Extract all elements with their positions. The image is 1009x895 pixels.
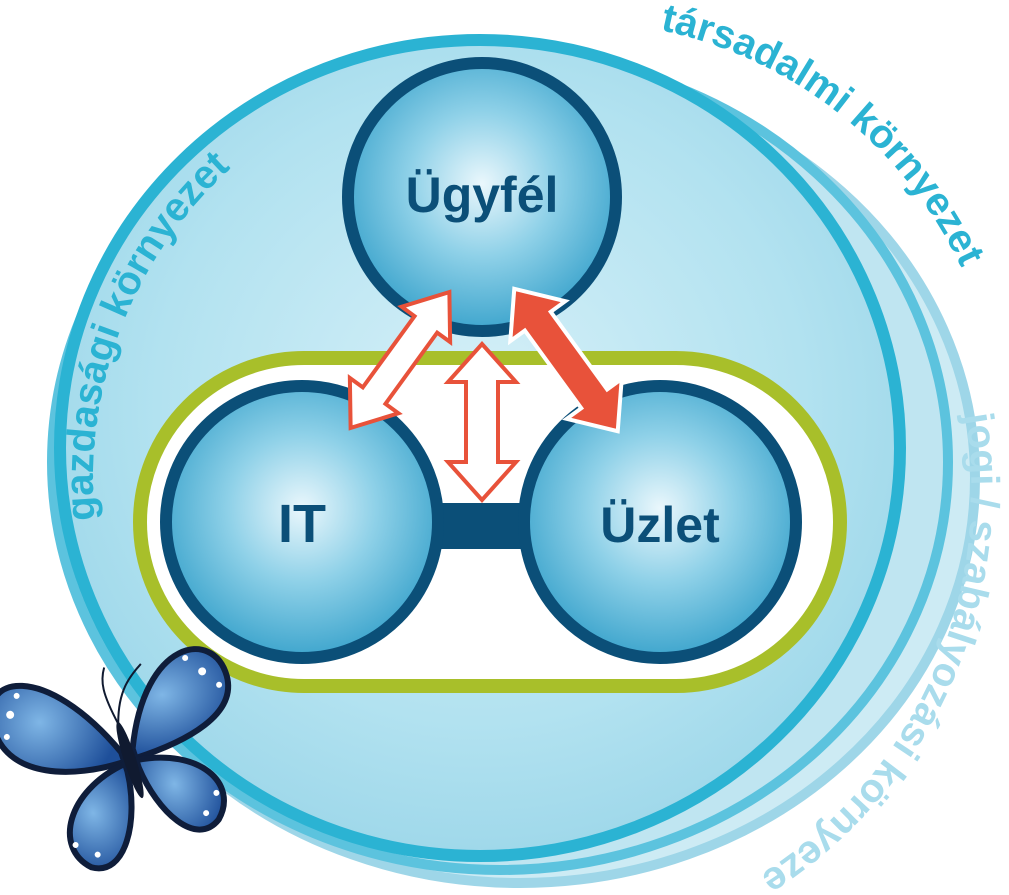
business-node: [518, 380, 802, 664]
it-node: [160, 380, 444, 664]
client-business-double-arrow-icon: [507, 286, 625, 434]
butterfly-icon: [0, 646, 232, 872]
it-business-double-arrow-icon: [443, 341, 521, 503]
business-node-label: Üzlet: [600, 497, 720, 553]
client-it-double-arrow-icon: [347, 289, 453, 431]
client-node: [342, 57, 622, 337]
client-node-label: Ügyfél: [406, 167, 559, 223]
it-node-label: IT: [278, 494, 326, 554]
